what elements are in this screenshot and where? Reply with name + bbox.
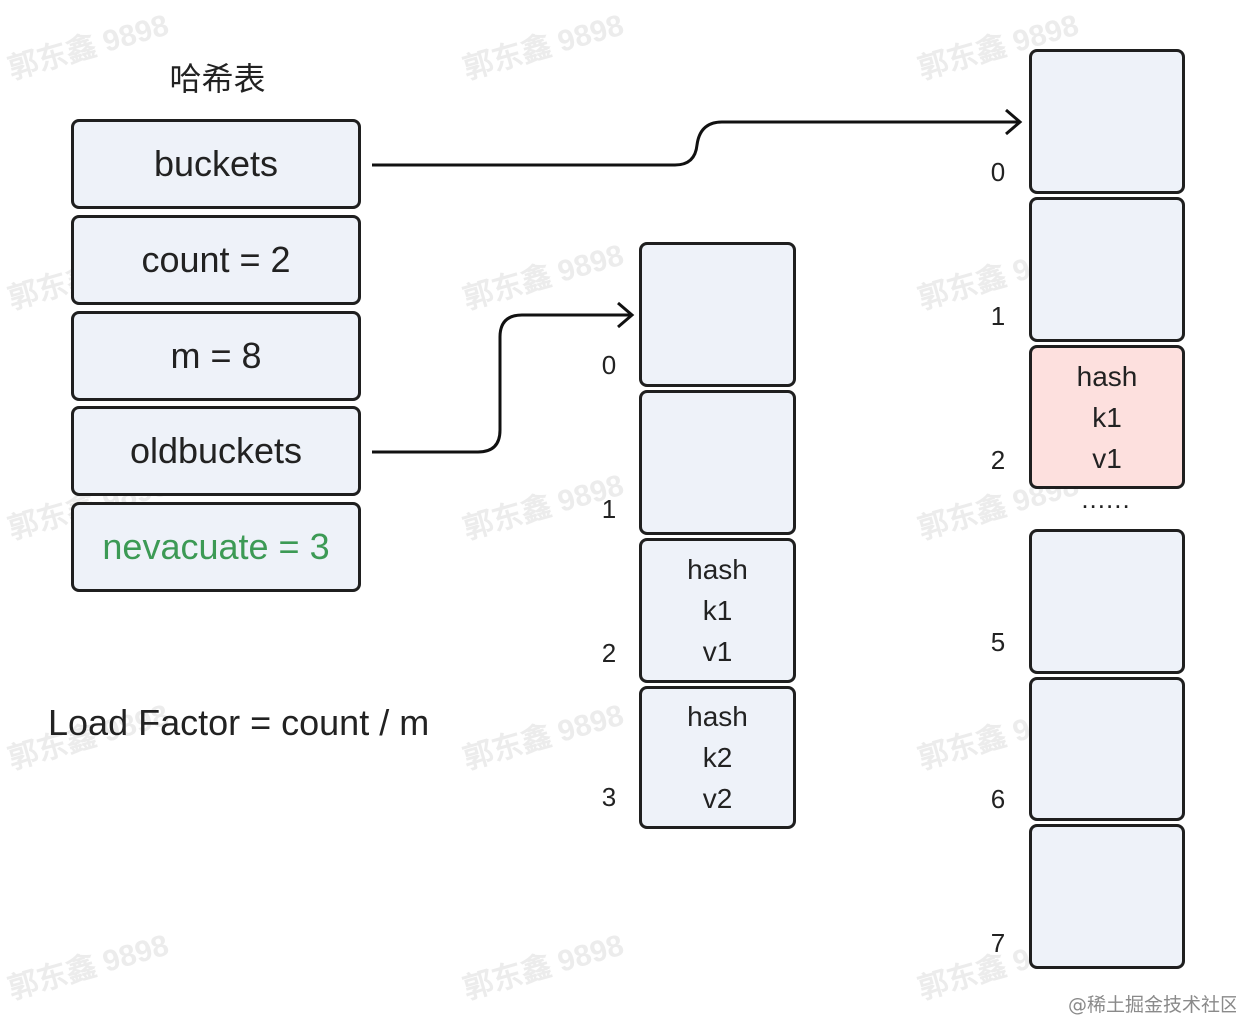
new-bucket-index: 7 <box>990 928 1006 958</box>
slot-line: v1 <box>1092 442 1122 474</box>
slot-line: hash <box>1076 360 1138 392</box>
slot-line: v2 <box>702 783 733 814</box>
field-count: count = 2 <box>71 215 361 305</box>
field-buckets: buckets <box>71 119 361 209</box>
arrowhead-old <box>617 301 635 329</box>
old-bucket-slot <box>639 390 796 535</box>
old-bucket-index: 1 <box>601 494 617 524</box>
slot-line: k1 <box>702 595 733 626</box>
arrow-oldbuckets-to-old <box>372 313 630 454</box>
load-factor-formula: Load Factor = count / m <box>48 702 430 743</box>
new-bucket-slot <box>1029 824 1185 969</box>
arrowhead-new <box>1005 108 1023 136</box>
ellipsis: ...... <box>1081 484 1131 514</box>
field-oldbuckets: oldbuckets <box>71 406 361 496</box>
new-bucket-slot <box>1029 49 1185 194</box>
slot-line: hash <box>687 554 748 585</box>
field-m: m = 8 <box>71 311 361 401</box>
new-bucket-index: 5 <box>990 627 1006 657</box>
old-bucket-slot <box>639 242 796 387</box>
new-bucket-index: 2 <box>990 445 1006 475</box>
slot-line: v1 <box>702 636 733 667</box>
old-bucket-slot: hash k2 v2 <box>639 686 796 829</box>
new-bucket-slot <box>1029 677 1185 821</box>
new-bucket-index: 6 <box>990 784 1006 814</box>
arrow-buckets-to-new <box>372 120 1018 167</box>
slot-line: hash <box>687 701 748 732</box>
new-bucket-slot <box>1029 529 1185 674</box>
new-bucket-slot <box>1029 197 1185 342</box>
old-bucket-index: 3 <box>601 782 617 812</box>
slot-line: k1 <box>1092 401 1122 433</box>
old-bucket-slot: hash k1 v1 <box>639 538 796 683</box>
credit-label: @稀土掘金技术社区 <box>1068 994 1236 1016</box>
new-bucket-slot-highlighted: hash k1 v1 <box>1029 345 1185 489</box>
old-bucket-index: 0 <box>601 350 617 380</box>
old-bucket-index: 2 <box>601 638 617 668</box>
new-bucket-index: 1 <box>990 301 1006 331</box>
field-nevacuate: nevacuate = 3 <box>71 502 361 592</box>
hashtable-title: 哈希表 <box>169 61 266 97</box>
new-bucket-index: 0 <box>990 157 1006 187</box>
slot-line: k2 <box>702 742 733 773</box>
